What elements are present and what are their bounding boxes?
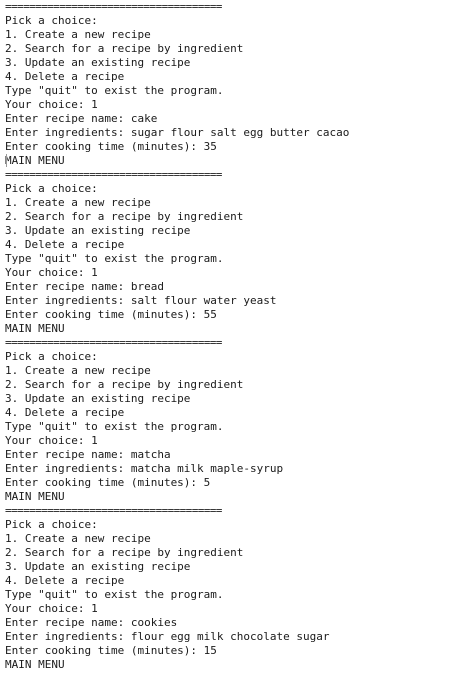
separator-line: ====================================: [5, 504, 222, 517]
choice-line: Your choice: 1: [5, 602, 98, 615]
text-cursor-marker: [6, 154, 7, 167]
recipe-name-line: Enter recipe name: matcha: [5, 448, 171, 461]
menu-option-delete: 4. Delete a recipe: [5, 574, 125, 587]
menu-option-update: 3. Update an existing recipe: [5, 56, 191, 69]
menu-option-update: 3. Update an existing recipe: [5, 392, 191, 405]
quit-hint: Type "quit" to exist the program.: [5, 252, 224, 265]
menu-option-delete: 4. Delete a recipe: [5, 238, 125, 251]
quit-hint: Type "quit" to exist the program.: [5, 420, 224, 433]
separator-line: ====================================: [5, 0, 222, 13]
menu-option-update: 3. Update an existing recipe: [5, 560, 191, 573]
menu-option-create: 1. Create a new recipe: [5, 364, 151, 377]
session-block: ==================================== Pic…: [5, 168, 463, 336]
main-menu-line-wrapper: MAIN MENU: [5, 154, 463, 168]
menu-option-delete: 4. Delete a recipe: [5, 70, 125, 83]
choice-line: Your choice: 1: [5, 98, 98, 111]
menu-option-create: 1. Create a new recipe: [5, 532, 151, 545]
ingredients-line: Enter ingredients: flour egg milk chocol…: [5, 630, 330, 643]
choice-line: Your choice: 1: [5, 434, 98, 447]
menu-option-search: 2. Search for a recipe by ingredient: [5, 378, 244, 391]
ingredients-line: Enter ingredients: matcha milk maple-syr…: [5, 462, 284, 475]
cooking-time-line: Enter cooking time (minutes): 15: [5, 644, 217, 657]
ingredients-line: Enter ingredients: salt flour water yeas…: [5, 294, 277, 307]
menu-option-create: 1. Create a new recipe: [5, 28, 151, 41]
main-menu-label: MAIN MENU: [5, 490, 65, 503]
main-menu-label: MAIN MENU: [5, 658, 65, 671]
menu-prompt: Pick a choice:: [5, 14, 98, 27]
ingredients-line: Enter ingredients: sugar flour salt egg …: [5, 126, 350, 139]
session-block: ==================================== Pic…: [5, 0, 463, 168]
cooking-time-line: Enter cooking time (minutes): 35: [5, 140, 217, 153]
quit-hint: Type "quit" to exist the program.: [5, 84, 224, 97]
session-block: ==================================== Pic…: [5, 504, 463, 672]
menu-prompt: Pick a choice:: [5, 518, 98, 531]
menu-option-create: 1. Create a new recipe: [5, 196, 151, 209]
menu-prompt: Pick a choice:: [5, 350, 98, 363]
main-menu-label: MAIN MENU: [5, 322, 65, 335]
menu-option-update: 3. Update an existing recipe: [5, 224, 191, 237]
main-menu-label: MAIN MENU: [5, 154, 65, 167]
session-block: ==================================== Pic…: [5, 336, 463, 504]
menu-option-search: 2. Search for a recipe by ingredient: [5, 42, 244, 55]
menu-option-delete: 4. Delete a recipe: [5, 406, 125, 419]
cooking-time-line: Enter cooking time (minutes): 55: [5, 308, 217, 321]
recipe-name-line: Enter recipe name: cake: [5, 112, 158, 125]
quit-hint: Type "quit" to exist the program.: [5, 588, 224, 601]
recipe-name-line: Enter recipe name: cookies: [5, 616, 178, 629]
choice-line: Your choice: 1: [5, 266, 98, 279]
separator-line: ====================================: [5, 168, 222, 181]
menu-prompt: Pick a choice:: [5, 182, 98, 195]
separator-line: ====================================: [5, 336, 222, 349]
menu-option-search: 2. Search for a recipe by ingredient: [5, 546, 244, 559]
recipe-name-line: Enter recipe name: bread: [5, 280, 164, 293]
menu-option-search: 2. Search for a recipe by ingredient: [5, 210, 244, 223]
cooking-time-line: Enter cooking time (minutes): 5: [5, 476, 211, 489]
